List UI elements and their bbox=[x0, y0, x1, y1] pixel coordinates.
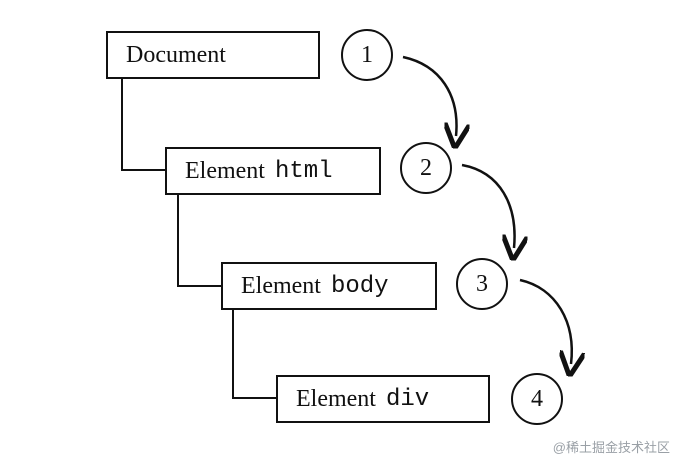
node-document: Document bbox=[106, 31, 320, 79]
step-arrow bbox=[461, 163, 515, 248]
node-body: Element body bbox=[221, 262, 437, 310]
step-3-circle: 3 bbox=[456, 258, 508, 310]
step-arrow bbox=[519, 278, 572, 364]
node-div: Element div bbox=[276, 375, 490, 423]
node-tag: html bbox=[274, 157, 333, 185]
step-4-circle: 4 bbox=[511, 373, 563, 425]
tree-connector bbox=[232, 308, 278, 399]
node-html: Element html bbox=[165, 147, 381, 195]
tree-connector bbox=[177, 194, 224, 287]
node-kind: Document bbox=[126, 41, 226, 68]
node-kind: Element bbox=[296, 385, 376, 412]
node-kind: Element bbox=[185, 157, 265, 184]
watermark: @稀土掘金技术社区 bbox=[552, 440, 670, 455]
step-number: 2 bbox=[420, 154, 432, 181]
node-kind: Element bbox=[241, 272, 321, 299]
node-tag: body bbox=[330, 272, 389, 300]
step-number: 3 bbox=[476, 270, 488, 297]
step-number: 1 bbox=[361, 41, 373, 68]
tree-connector bbox=[121, 78, 168, 171]
step-1-circle: 1 bbox=[341, 29, 393, 81]
node-tag: div bbox=[385, 385, 430, 413]
step-number: 4 bbox=[531, 385, 543, 412]
step-arrow bbox=[402, 55, 457, 136]
step-2-circle: 2 bbox=[400, 142, 452, 194]
